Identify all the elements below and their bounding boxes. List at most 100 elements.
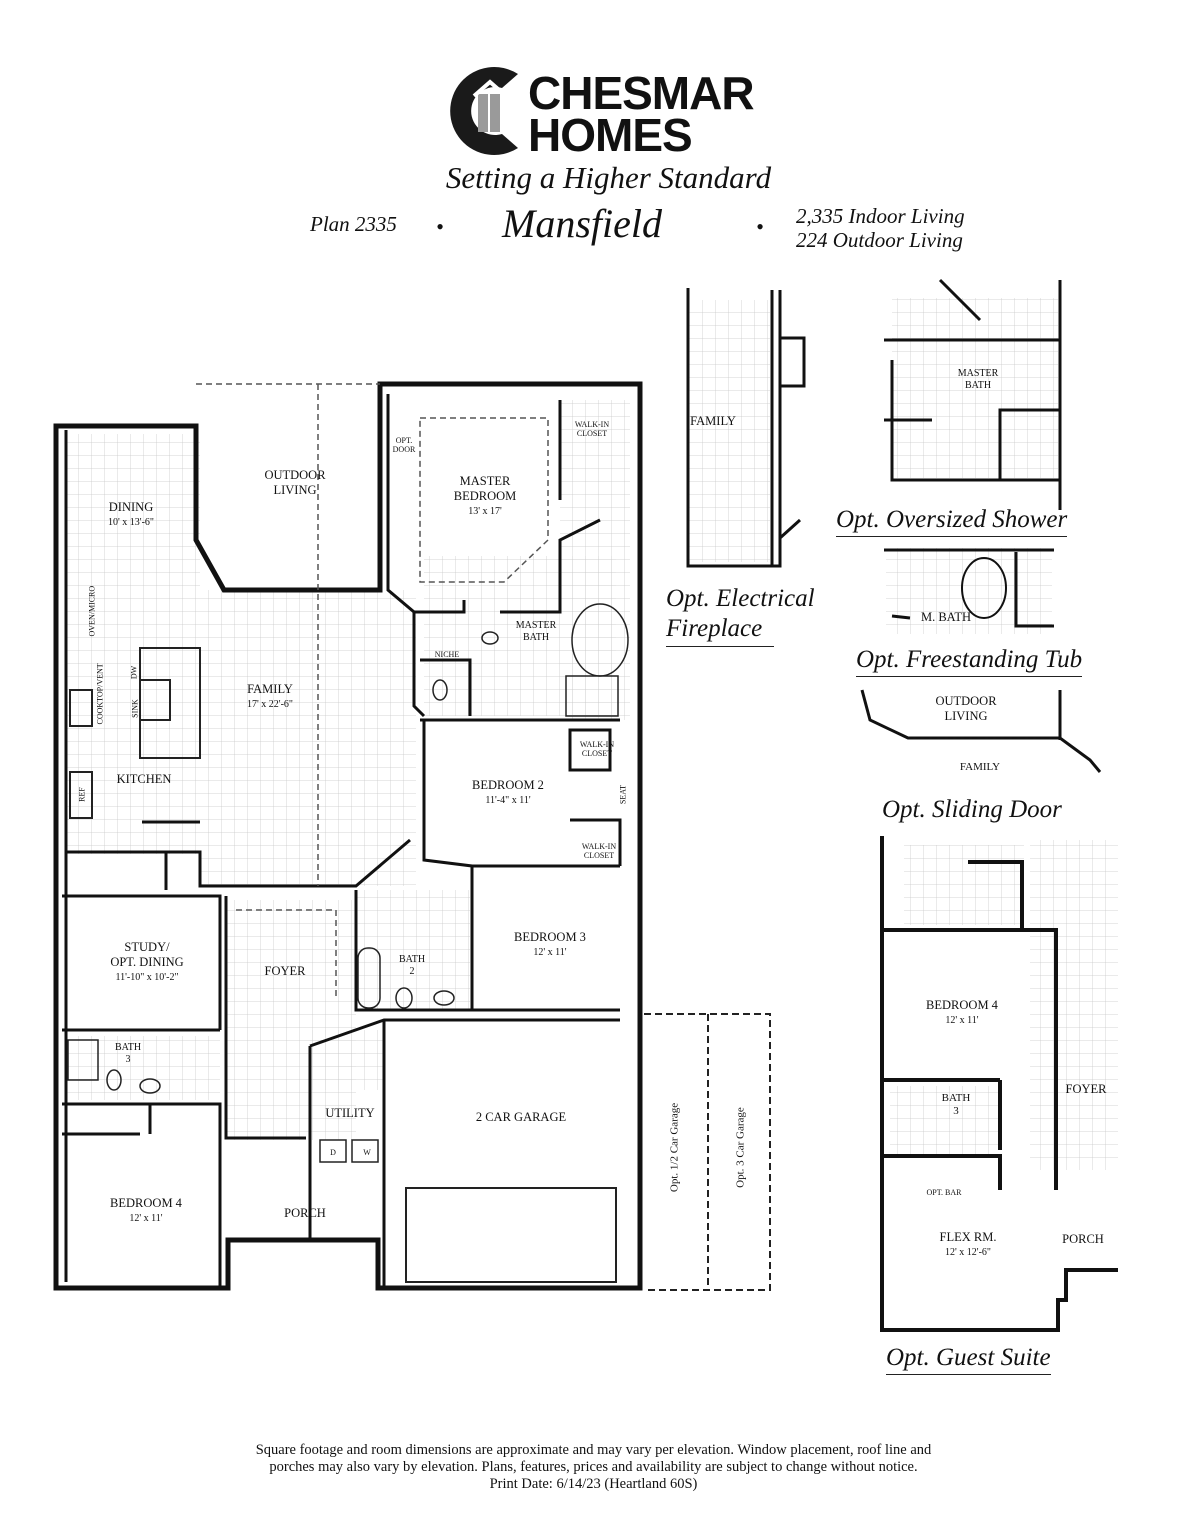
study-dims: 11'-10" x 10'-2" xyxy=(115,972,179,983)
dryer-label: D xyxy=(330,1148,336,1157)
cooktop-vent-label: COOKTOP/VENT xyxy=(95,663,105,725)
brand-tagline: Setting a Higher Standard xyxy=(0,160,1187,196)
opt-sliding-line2: LIVING xyxy=(944,709,988,723)
master-bedroom-dims: 13' x 17' xyxy=(468,506,502,517)
opt-door-label: OPT. DOOR xyxy=(390,436,418,454)
outdoor-living-line1: OUTDOOR xyxy=(264,468,326,482)
guest-flex-name: FLEX RM. xyxy=(939,1230,997,1244)
bath2-line1: BATH xyxy=(398,954,426,965)
tiled-floor xyxy=(66,298,1118,1170)
guest-opt-bar: OPT. BAR xyxy=(926,1188,962,1197)
garage-outline xyxy=(405,1013,771,1291)
walkin-3-line2: CLOSET xyxy=(583,851,615,860)
bedroom3-name: BEDROOM 3 xyxy=(514,930,586,944)
footer-line1: Square footage and room dimensions are a… xyxy=(255,1442,932,1458)
opt-half-garage-label: Opt. 1/2 Car Garage xyxy=(668,1102,681,1193)
master-bedroom-line2: BEDROOM xyxy=(453,489,517,503)
family-name: FAMILY xyxy=(247,682,293,696)
opt-fireplace-room: FAMILY xyxy=(690,414,736,428)
room-bath-2: BATH 2 xyxy=(392,954,432,978)
room-bedroom-2: BEDROOM 2 11'-4" x 11' xyxy=(460,778,556,808)
room-master-bath: MASTER BATH xyxy=(504,620,568,644)
room-bedroom-4: BEDROOM 4 12' x 11' xyxy=(96,1196,196,1226)
seat-label: SEAT xyxy=(618,784,628,805)
guest-flex-dims: 12' x 12'-6" xyxy=(944,1247,991,1258)
sink-label: SINK xyxy=(130,699,140,718)
walkin-2-line2: CLOSET xyxy=(581,749,613,758)
walkin-closet-2: WALK-IN CLOSET xyxy=(574,740,620,758)
opt-shower-title-text: Opt. Oversized Shower xyxy=(836,506,1068,537)
guest-porch: PORCH xyxy=(1062,1232,1104,1246)
opt-guest-title-text: Opt. Guest Suite xyxy=(886,1344,1051,1375)
room-bath-3: BATH 3 xyxy=(108,1042,148,1066)
opt-shower-walls xyxy=(884,278,1062,510)
tagline-text: Setting a Higher Standard xyxy=(445,160,772,195)
guest-bath-line1: BATH xyxy=(941,1092,971,1104)
walkin-master-line2: CLOSET xyxy=(576,429,608,438)
bath2-line2: 2 xyxy=(409,966,415,977)
guest-bedroom: BEDROOM 4 12' x 11' xyxy=(914,998,1010,1028)
bedroom3-dims: 12' x 11' xyxy=(533,947,567,958)
opt-shower-room-line2: BATH xyxy=(964,380,992,391)
washer-label: W xyxy=(363,1148,371,1157)
room-garage: 2 CAR GARAGE xyxy=(475,1110,567,1124)
opt-tub-room: M. BATH xyxy=(920,610,971,624)
bedroom4-name: BEDROOM 4 xyxy=(110,1196,182,1210)
indoor-living: 2,335 Indoor Living xyxy=(796,204,965,228)
opt-tub-title-text: Opt. Freestanding Tub xyxy=(856,646,1083,677)
guest-bath: BATH 3 xyxy=(936,1092,976,1118)
room-bedroom-3: BEDROOM 3 12' x 11' xyxy=(500,930,600,960)
room-outdoor-living: OUTDOOR LIVING xyxy=(240,468,350,498)
opt-sliding-walls xyxy=(860,689,1102,773)
footer-disclaimer: Square footage and room dimensions are a… xyxy=(0,1442,1187,1493)
opt-fireplace-title: Opt. Electrical Fireplace xyxy=(666,584,815,647)
study-line1: STUDY/ xyxy=(124,940,170,954)
room-dining: DINING 10' x 13'-6" xyxy=(86,500,176,530)
opt-door-line2: DOOR xyxy=(392,445,416,454)
outdoor-living-outline xyxy=(196,383,549,1000)
dining-dims: 10' x 13'-6" xyxy=(107,517,154,528)
brand-name-line2: HOMES xyxy=(528,109,693,161)
interior-walls xyxy=(62,394,622,1288)
walkin-3-line1: WALK-IN xyxy=(581,842,617,851)
opt-door-line1: OPT. xyxy=(395,436,413,445)
opt-fireplace-title-line1: Opt. Electrical xyxy=(666,585,815,612)
oven-micro-label: OVEN/MICRO xyxy=(87,585,97,637)
plan-square-footage: 2,335 Indoor Living 224 Outdoor Living xyxy=(796,204,965,252)
room-kitchen: KITCHEN xyxy=(116,772,172,786)
room-master-bedroom: MASTER BEDROOM 13' x 17' xyxy=(430,474,540,519)
bath3-line1: BATH xyxy=(114,1042,142,1053)
room-study: STUDY/ OPT. DINING 11'-10" x 10'-2" xyxy=(92,940,202,985)
master-bath-line2: BATH xyxy=(522,632,550,643)
opt-3-garage-label: Opt. 3 Car Garage xyxy=(734,1107,747,1188)
walkin-master-line1: WALK-IN xyxy=(574,420,610,429)
bath-fixtures xyxy=(67,603,629,1163)
room-foyer: FOYER xyxy=(264,964,306,978)
guest-flex-room: FLEX RM. 12' x 12'-6" xyxy=(920,1230,1016,1260)
opt-sliding-outdoor: OUTDOOR LIVING xyxy=(926,694,1006,724)
plan-number: Plan 2335 xyxy=(310,212,397,236)
opt-fireplace-walls xyxy=(686,288,806,568)
guest-bath-line2: 3 xyxy=(953,1105,959,1117)
guest-bedroom-name: BEDROOM 4 xyxy=(926,998,998,1012)
bedroom2-dims: 11'-4" x 11' xyxy=(485,795,531,806)
bedroom2-name: BEDROOM 2 xyxy=(472,778,544,792)
room-family: FAMILY 17' x 22'-6" xyxy=(220,682,320,712)
plan-bullet-right: • xyxy=(756,214,764,239)
brand-name-line1: CHESMAR xyxy=(528,67,755,119)
bath3-line2: 3 xyxy=(125,1054,131,1065)
walkin-closet-master: WALK-IN CLOSET xyxy=(566,420,618,438)
opt-sliding-title: Opt. Sliding Door xyxy=(882,796,1062,824)
bedroom4-dims: 12' x 11' xyxy=(129,1213,163,1224)
opt-tub-walls xyxy=(884,548,1054,628)
opt-tub-title: Opt. Freestanding Tub xyxy=(856,646,1083,677)
opt-shower-room: MASTER BATH xyxy=(950,368,1006,392)
opt-fireplace-title-line2: Fireplace xyxy=(666,614,774,647)
plan-name: Mansfield xyxy=(502,201,662,246)
opt-guest-title: Opt. Guest Suite xyxy=(886,1344,1051,1375)
opt-shower-room-line1: MASTER xyxy=(957,368,999,379)
opt-shower-title: Opt. Oversized Shower xyxy=(836,506,1068,537)
guest-bedroom-dims: 12' x 11' xyxy=(945,1015,979,1026)
opt-sliding-title-text: Opt. Sliding Door xyxy=(882,796,1062,823)
